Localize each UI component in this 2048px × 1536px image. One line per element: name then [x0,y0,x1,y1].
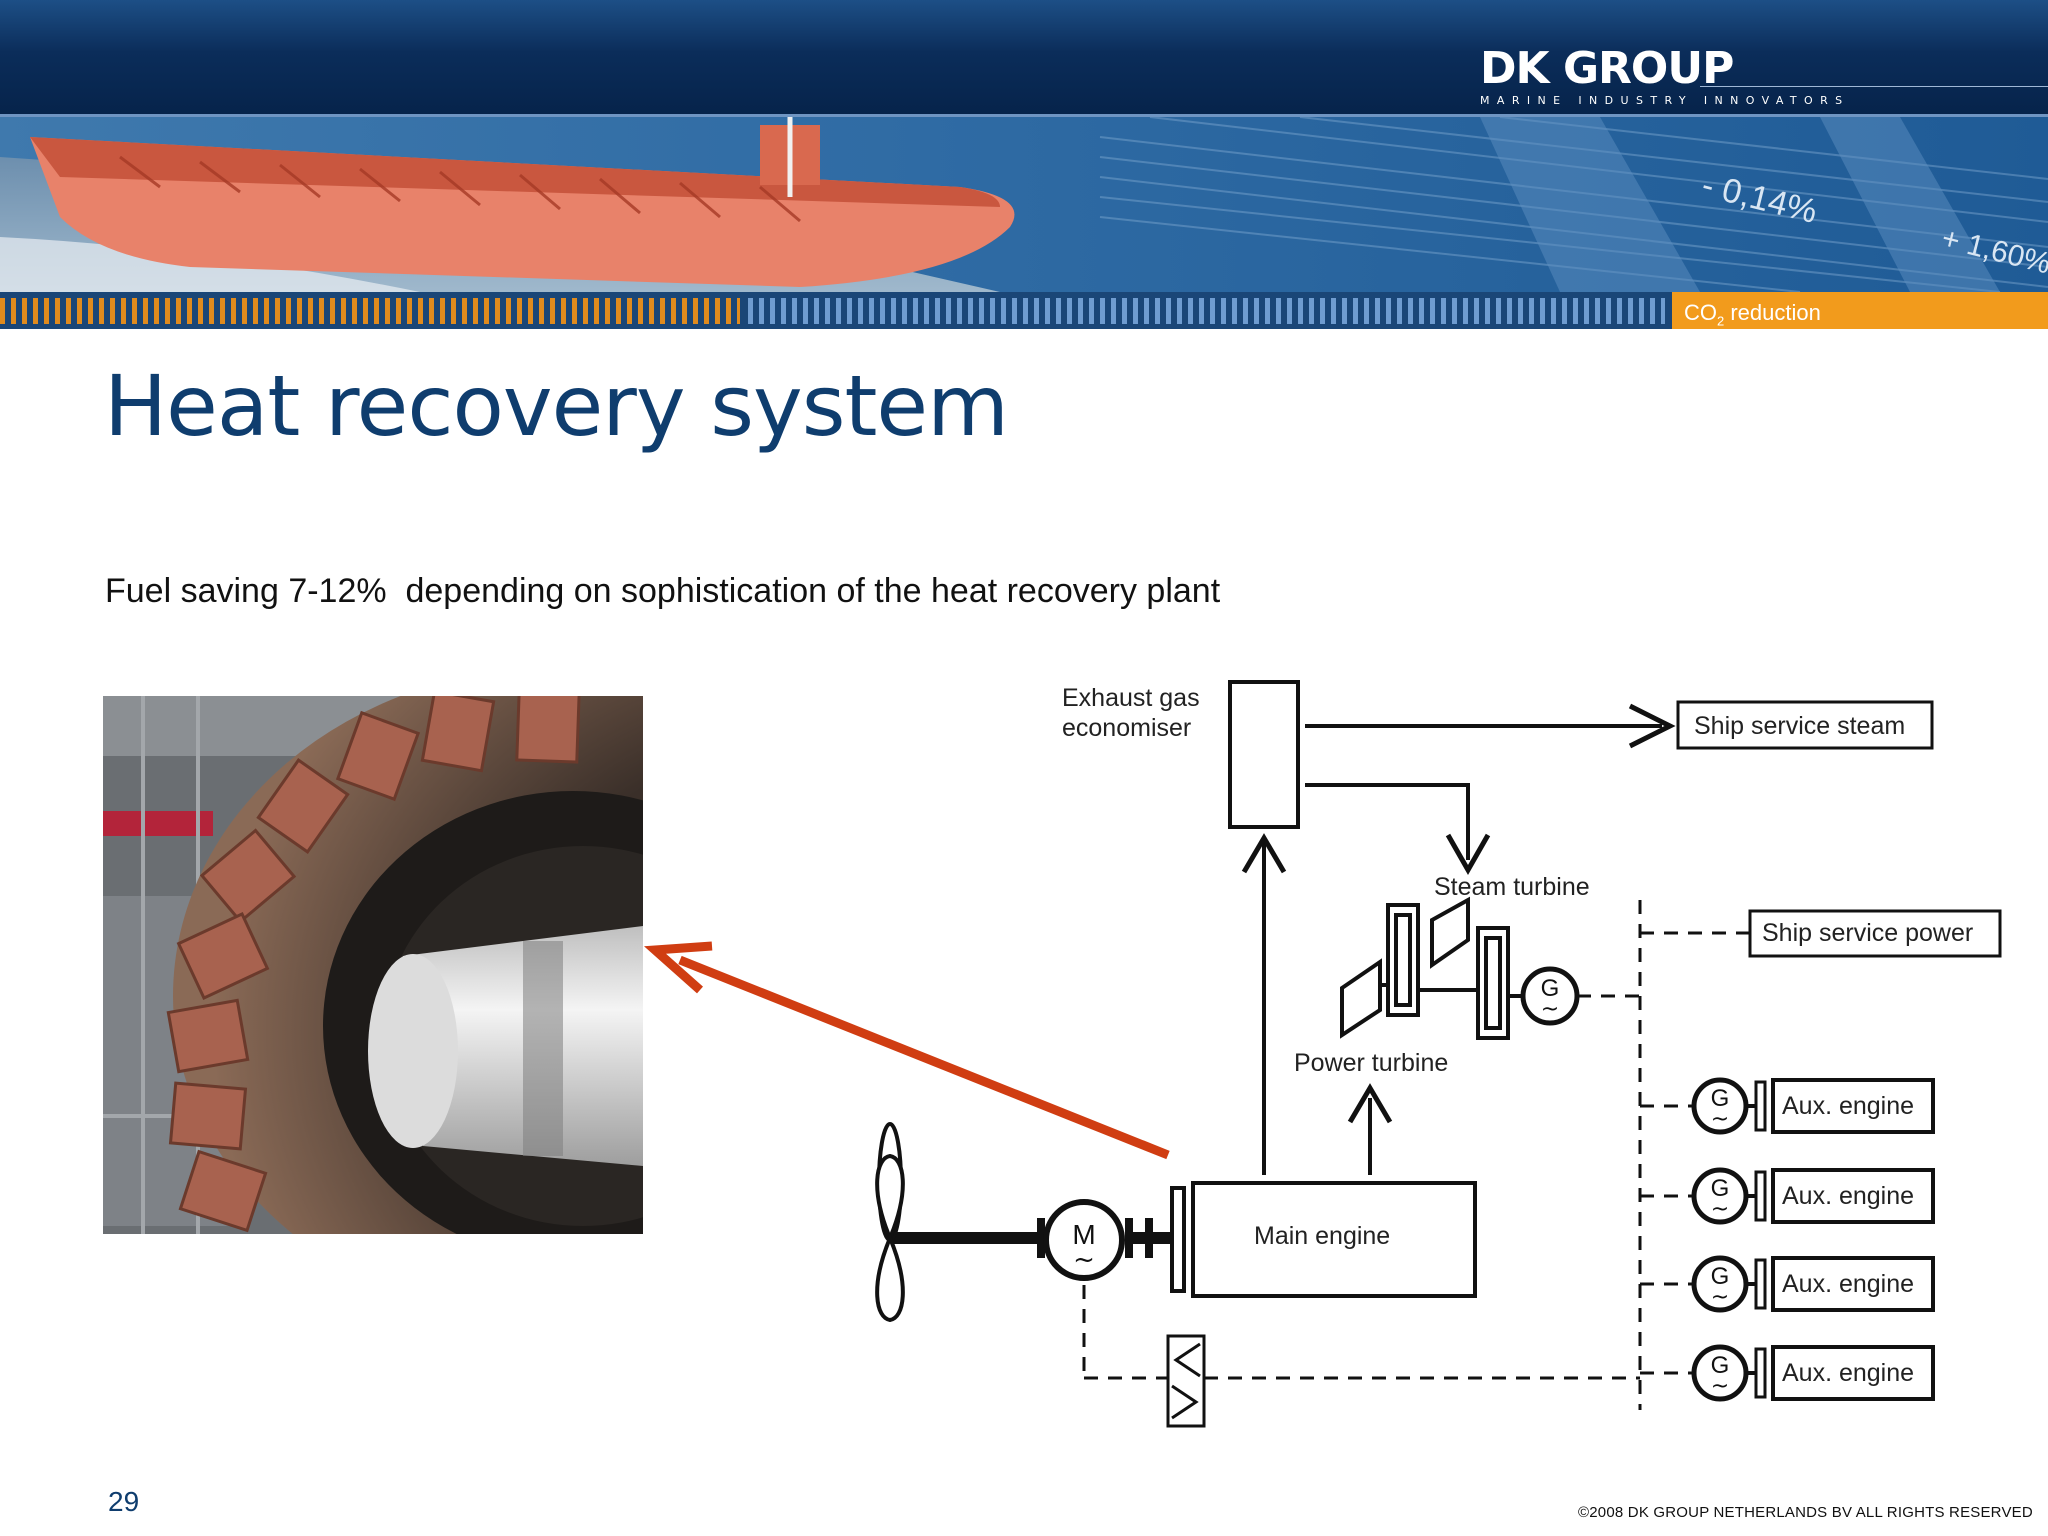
slide-subtitle: Fuel saving 7-12% depending on sophistic… [105,572,1221,610]
dk-group-logo: DK GROUP MARINE INDUSTRY INNOVATORS [1480,43,1850,108]
slide-title: Heat recovery system [104,357,1009,455]
turbine-assembly [1340,896,1510,1040]
aux-3-g: G [1711,1263,1730,1290]
exhaust-label-1: Exhaust gas [1062,684,1200,712]
aux-engine-3-label: Aux. engine [1782,1270,1914,1298]
exhaust-label-2: economiser [1062,714,1191,742]
turbine-generator: G ~ [1520,966,1580,1026]
strip-pattern [0,298,1665,324]
power-turbine-label: Power turbine [1294,1049,1448,1077]
turbine-generator-g: G [1541,975,1560,1002]
economiser-box [1228,680,1300,829]
aux-4-g: G [1711,1352,1730,1379]
aux-engine-1: G ~ Aux. engine [1691,1077,1935,1135]
ship-service-power-box [1748,909,2002,958]
aux-4-ac: ~ [1711,1374,1729,1399]
aux-engine-2-label: Aux. engine [1782,1182,1914,1210]
logo-rule [1700,86,2048,87]
logo-name: DK GROUP [1480,43,1734,94]
banner-image: - 0,14% + 1,60% [0,117,2048,292]
main-engine-label: Main engine [1254,1222,1390,1250]
aux-2-g: G [1711,1175,1730,1202]
aux-engine-2: G ~ Aux. engine [1691,1167,1935,1225]
propeller-blades [875,1153,905,1323]
section-tag: CO2 reduction [1684,300,1821,334]
logo-tagline: MARINE INDUSTRY INNOVATORS [1480,94,1850,107]
ship-service-steam-label: Ship service steam [1694,712,1905,740]
ship-service-steam-box [1676,700,1934,750]
main-engine-box [1191,1181,1477,1298]
aux-1-g: G [1711,1085,1730,1112]
shaft-generator-photo [103,696,643,1234]
section-tag-subscript: 2 [1717,313,1725,329]
shaft-motor: M ~ [1043,1199,1125,1281]
aux-engine-1-label: Aux. engine [1782,1092,1914,1120]
ship-service-power-label: Ship service power [1762,919,1973,947]
motor-ac: ~ [1073,1245,1095,1275]
header-bar [0,0,2048,116]
aux-3-ac: ~ [1711,1285,1729,1310]
steam-turbine-label: Steam turbine [1434,873,1590,901]
header-divider [0,114,2048,117]
frequency-converter [1166,1334,1206,1428]
page-number: 29 [108,1486,140,1517]
copyright-notice: ©2008 DK GROUP NETHERLANDS BV ALL RIGHTS… [1578,1504,2033,1521]
aux-engine-3: G ~ Aux. engine [1691,1255,1935,1313]
aux-1-ac: ~ [1711,1107,1729,1132]
aux-engine-4: G ~ Aux. engine [1691,1344,1935,1402]
section-tag-prefix: CO [1684,300,1717,325]
aux-engine-4-label: Aux. engine [1782,1359,1914,1387]
motor-m: M [1072,1219,1095,1250]
pointer-arrow [644,941,1170,1160]
section-tag-box [1672,292,2048,329]
turbine-generator-ac: ~ [1541,997,1559,1022]
aux-2-ac: ~ [1711,1197,1729,1222]
section-tag-suffix: reduction [1724,300,1821,325]
